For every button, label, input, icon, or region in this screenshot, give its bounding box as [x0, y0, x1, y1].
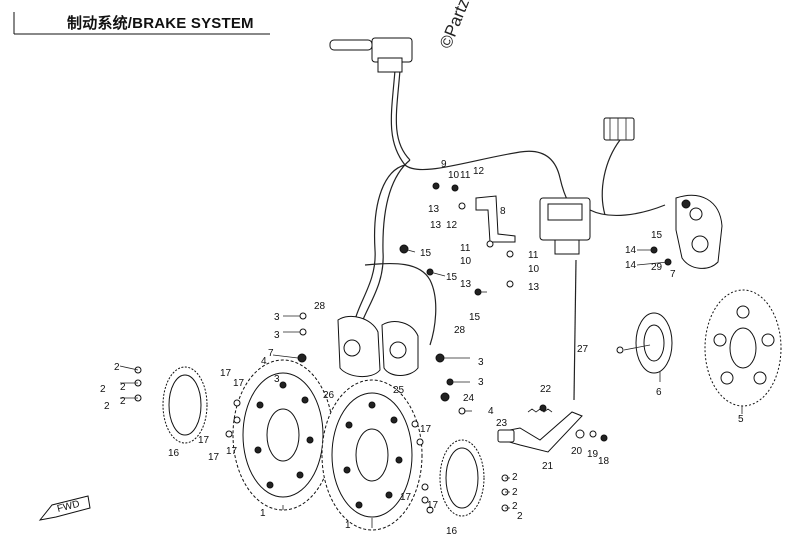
abs-tone-ring-front-right — [439, 439, 485, 517]
callout-11: 11 — [460, 170, 471, 181]
callout-15: 15 — [420, 248, 432, 259]
callout-2: 2 — [512, 472, 518, 483]
abs-modulator — [539, 197, 591, 255]
callout-22: 22 — [540, 384, 552, 395]
rear-caliper — [675, 194, 723, 269]
rear-brake-disc — [704, 289, 782, 407]
callout-18: 18 — [598, 456, 610, 467]
callout-4: 4 — [488, 406, 494, 417]
abs-connector — [603, 117, 635, 141]
callout-19: 19 — [587, 449, 599, 460]
callout-17: 17 — [226, 446, 238, 457]
callout-25: 25 — [393, 385, 405, 396]
callout-17: 17 — [198, 435, 210, 446]
callout-10: 10 — [460, 256, 472, 267]
callout-2: 2 — [100, 384, 106, 395]
callout-3: 3 — [478, 377, 484, 388]
callout-12: 12 — [473, 166, 485, 177]
callout-2: 2 — [120, 382, 126, 393]
callout-29: 29 — [651, 262, 663, 273]
callout-9: 9 — [441, 159, 447, 170]
rear-brake-pedal — [497, 408, 583, 453]
callout-2: 2 — [512, 487, 518, 498]
callout-3: 3 — [478, 357, 484, 368]
callout-7: 7 — [670, 269, 676, 280]
leader-lines — [119, 248, 743, 528]
callout-1: 1 — [260, 508, 266, 519]
callout-14: 14 — [625, 245, 637, 256]
callout-28: 28 — [314, 301, 326, 312]
front-disc-right — [321, 379, 423, 531]
callout-20: 20 — [571, 446, 583, 457]
callout-17: 17 — [233, 378, 245, 389]
abs-tone-ring-front-left — [162, 366, 208, 444]
callout-3: 3 — [274, 330, 280, 341]
front-disc-left — [232, 359, 334, 511]
callout-17: 17 — [420, 424, 432, 435]
callout-15: 15 — [446, 272, 458, 283]
callout-15: 15 — [651, 230, 663, 241]
callout-10: 10 — [528, 264, 540, 275]
brake-hoses — [354, 69, 666, 401]
callout-3: 3 — [274, 374, 280, 385]
callout-13: 13 — [528, 282, 540, 293]
callout-28: 28 — [454, 325, 466, 336]
abs-bracket — [475, 195, 516, 243]
front-calipers — [337, 316, 419, 377]
callout-2: 2 — [120, 396, 126, 407]
callout-14: 14 — [625, 260, 637, 271]
callout-17: 17 — [400, 492, 412, 503]
callout-26: 26 — [323, 390, 335, 401]
fwd-label: FWD — [56, 499, 81, 515]
front-master-cylinder — [329, 37, 413, 73]
callout-4: 4 — [261, 356, 267, 367]
diagram-title: 制动系统/BRAKE SYSTEM — [67, 15, 254, 32]
callout-21: 21 — [542, 461, 554, 472]
callout-15: 15 — [469, 312, 481, 323]
rear-tone-ring — [635, 312, 673, 374]
callout-23: 23 — [496, 418, 508, 429]
callout-16: 16 — [446, 526, 458, 537]
callout-11: 11 — [528, 250, 539, 261]
callout-17: 17 — [208, 452, 220, 463]
callout-17: 17 — [220, 368, 232, 379]
callout-7: 7 — [268, 348, 274, 359]
callout-13: 13 — [430, 220, 442, 231]
callout-labels: 1 1 2 2 2 2 2 2 2 2 2 3 3 3 3 3 4 4 5 6 … — [100, 159, 744, 537]
hardware — [134, 182, 691, 514]
callout-2: 2 — [114, 362, 120, 373]
callout-3: 3 — [274, 312, 280, 323]
callout-13: 13 — [460, 279, 472, 290]
callout-2: 2 — [104, 401, 110, 412]
callout-11: 11 — [460, 243, 471, 254]
callout-8: 8 — [500, 206, 506, 217]
callout-16: 16 — [168, 448, 180, 459]
callout-5: 5 — [738, 414, 744, 425]
callout-17: 17 — [427, 500, 439, 511]
callout-6: 6 — [656, 387, 662, 398]
callout-24: 24 — [463, 393, 475, 404]
callout-2: 2 — [517, 511, 523, 522]
callout-12: 12 — [446, 220, 458, 231]
callout-13: 13 — [428, 204, 440, 215]
fwd-arrow: FWD — [38, 495, 91, 521]
callout-1: 1 — [345, 520, 351, 531]
callout-2: 2 — [512, 501, 518, 512]
callout-10: 10 — [448, 170, 460, 181]
callout-27: 27 — [577, 344, 589, 355]
